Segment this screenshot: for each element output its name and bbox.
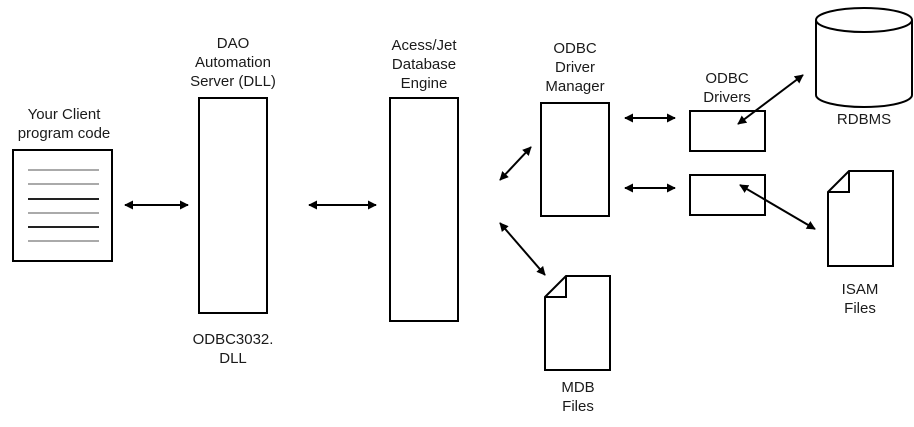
odbc-drivers-label: ODBC Drivers [703,70,751,106]
client-label: Your Client program code [17,106,111,142]
odbc-driver-box-top [689,110,766,152]
arrow-jet-mdb [499,222,546,276]
mdb-label: MDB Files [561,379,595,415]
odbc-driver-box-bottom [689,174,766,216]
jet-label: Acess/Jet Database Engine [391,37,457,92]
jet-engine-box [389,97,459,322]
odbc-dll-label: ODBC3032. DLL [192,331,274,367]
mdb-file-icon [544,275,611,371]
driver-manager-label: ODBC Driver Manager [545,40,605,95]
client-document-icon [12,149,113,262]
dao-label: DAO Automation Server (DLL) [190,35,276,90]
driver-manager-box [540,102,610,217]
dao-server-box [198,97,268,314]
arrow-driver-rdbms [737,74,804,125]
isam-label: ISAM Files [841,281,879,317]
isam-file-icon [827,170,894,267]
rdbms-label: RDBMS [836,111,892,128]
arrow-driver-isam [739,184,816,230]
rdbms-cylinder-icon [815,7,913,108]
arrow-jet-manager [499,146,532,181]
